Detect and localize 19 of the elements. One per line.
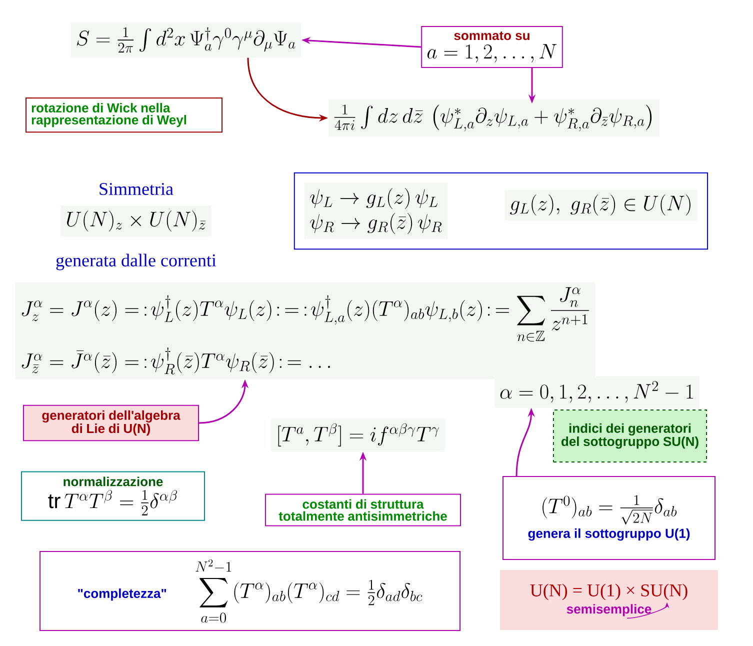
note-box: costanti di struttura totalmente antisimmetriche — [265, 494, 461, 526]
highlight-box: U(N) = U(1) × SU(N) semisemplice — [500, 570, 718, 630]
note-box: generatori dell'algebra di Lie di U(N) — [23, 404, 199, 442]
formula-box: $[T^a,T^\beta]=if^{\alpha\beta\gamma}T^\gamma$ — [271, 418, 445, 452]
note-box: normalizzazione $\mathrm{tr}\,T^\alpha T^\beta=\tfrac{1}{2}\delta^{\alpha\beta}$ — [21, 471, 205, 521]
note-box: "completezza" $\sum_{a=0}^{N^2-1}(T^\alpha)_{ab}(T^\alpha)_{cd}=\tfrac{1}{2}\delta_{ad}\delta_{bc}$ — [40, 551, 460, 631]
formula-box: $S=\frac{1}{2\pi}\int d^2x\,\Psi^\dagger_a\gamma^0\gamma^\mu\partial_\mu\Psi_a$ — [70, 22, 302, 58]
transform-box — [294, 172, 708, 250]
note-box: rotazione di Wick nella rappresentazione di Weyl — [26, 97, 222, 133]
formula-box: $\frac{1}{4\pi i}\int dz\,d\bar z\,\left(\psi^*_{L,a}\partial_z\psi_{L,a}+\psi^*_{R,a}\partial_{\bar z}\psi_{R,a}\right)$ — [328, 100, 660, 136]
caption-text: generata dalle correnti — [56, 254, 216, 270]
formula-box: $\psi_L\to g_L(z)\,\psi_L$ $\psi_R\to g_R(\bar z)\,\psi_R$ — [304, 183, 448, 239]
formula-box: $U(N)_z\times U(N)_{\bar z}$ — [60, 206, 212, 236]
note-box: sommato su $a=1,2,\dots,N$ — [421, 26, 563, 68]
note-box: $(T^0)_{ab}=\tfrac{1}{\sqrt{2N}}\delta_{ab}$ genera il sottogruppo U(1) — [502, 476, 716, 560]
formula-box: $g_L(z),\ g_R(\bar z)\in U(N)$ — [504, 190, 698, 220]
formula-box: $\alpha=0,1,2,\dots,N^2-1$ — [494, 376, 700, 408]
dashed-note-box: indici dei generatori del sottogruppo SU(N) — [553, 410, 707, 462]
caption-text: Simmetria — [100, 182, 174, 196]
